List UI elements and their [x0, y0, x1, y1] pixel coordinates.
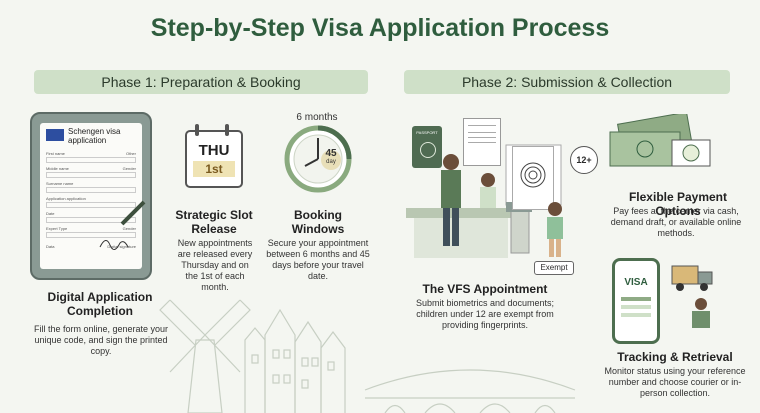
- step-digital-text: Fill the form online, generate your uniq…: [33, 324, 169, 356]
- phone-visa-label: VISA: [624, 277, 648, 288]
- tablet-field-label: Gender: [122, 166, 136, 171]
- step-slot-text: New appointments are released every Thur…: [177, 238, 253, 292]
- tablet-field-label: Data: [46, 244, 55, 249]
- clock-icon: [284, 125, 352, 193]
- step-tracking-title: Tracking & Retrieval: [617, 350, 733, 364]
- passport-label: PASSPORT: [416, 130, 438, 135]
- tablet-field-label: First name: [46, 151, 65, 156]
- tablet-field-label: Gender: [122, 226, 136, 231]
- step-vfs-text: Submit biometrics and documents; childre…: [415, 298, 555, 330]
- background-skyline-illustration: [159, 299, 576, 413]
- fingerprint-icon: [520, 162, 546, 188]
- clock-top-label: 6 months: [296, 112, 338, 123]
- step-slot-title: Strategic Slot Release: [175, 208, 253, 236]
- globe-icon: [420, 142, 436, 158]
- tablet-field-label: Surname name: [46, 181, 74, 186]
- step-booking-title: Booking Windows: [291, 208, 345, 236]
- step-tracking-text: Monitor status using your reference numb…: [604, 366, 746, 398]
- step-payment-title: Flexible Payment Options: [628, 190, 728, 218]
- clock-days: 45: [325, 148, 337, 159]
- calendar-icon: THU 1st: [185, 124, 243, 188]
- child-figure: [547, 202, 563, 257]
- tablet-illustration: Schengen visa application First name Othe…: [30, 112, 152, 280]
- phase-2-banner: Phase 2: Submission & Collection: [404, 70, 730, 94]
- delivery-truck-icon: [671, 265, 713, 291]
- phone-icon: VISA: [612, 258, 660, 344]
- clock-days-unit: day: [326, 159, 336, 165]
- tablet-form-heading: Schengen visa application: [68, 127, 121, 145]
- passport-icon: PASSPORT: [412, 126, 442, 168]
- calendar-day: THU: [198, 142, 230, 159]
- step-vfs-title: The VFS Appointment: [422, 282, 548, 296]
- tablet-field-label: Application application: [46, 196, 86, 201]
- tablet-field-label: Middle name: [46, 166, 69, 171]
- tablet-field-label: Other: [125, 151, 136, 156]
- phase-1-banner: Phase 1: Preparation & Booking: [34, 70, 368, 94]
- pen-icon: [120, 200, 146, 226]
- calendar-date: 1st: [193, 161, 235, 177]
- exempt-badge: Exempt: [534, 261, 574, 275]
- courier-figure: [692, 298, 710, 328]
- age-badge: 12+: [570, 146, 598, 174]
- page-title: Step-by-Step Visa Application Process: [150, 14, 610, 42]
- tablet-field-label: Date: [46, 211, 55, 216]
- step-digital-title: Digital Application Completion: [47, 290, 153, 318]
- money-icon: [609, 114, 711, 167]
- eu-flag-icon: [46, 129, 64, 141]
- tablet-field-label: Expert Type: [46, 226, 68, 231]
- step-booking-text: Secure your appointment between 6 months…: [266, 238, 370, 281]
- fingerprint-kiosk: [512, 146, 554, 210]
- document-icon: [463, 118, 501, 166]
- tablet-field-label: Digital signature: [107, 244, 136, 249]
- signature-icon: [99, 240, 129, 250]
- step-payment-text: Pay fees at the center via cash, demand …: [610, 206, 742, 238]
